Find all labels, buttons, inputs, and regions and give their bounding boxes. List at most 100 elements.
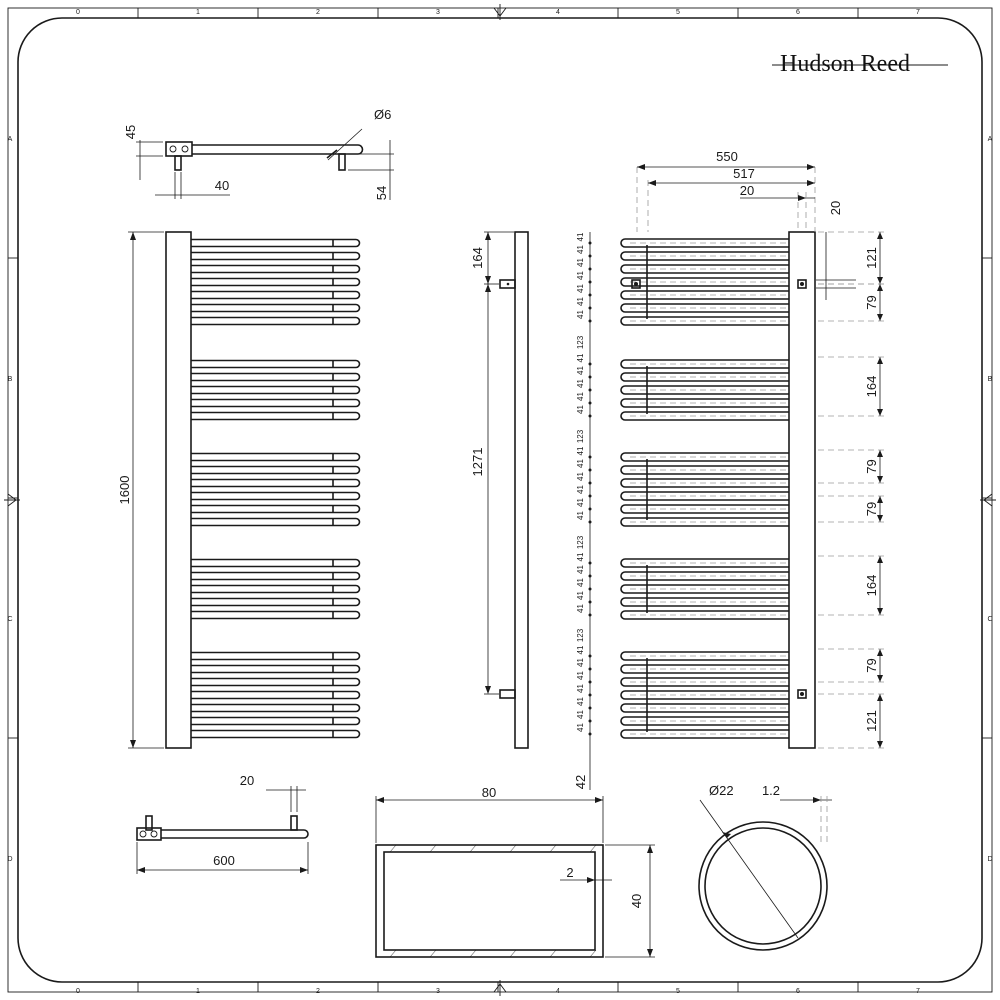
grid-row-label-right: B <box>988 376 993 383</box>
back-rail-bar <box>620 478 789 488</box>
front-rail-bar <box>191 411 361 421</box>
front-rail-bar <box>191 398 361 408</box>
right-dim-label: 79 <box>864 295 879 309</box>
pitch-label: 41 <box>576 684 585 693</box>
grid-col-label-bottom: 7 <box>916 988 920 995</box>
back-rail-bar <box>620 703 789 713</box>
pitch-label: 41 <box>576 366 585 375</box>
pitch-label: 41 <box>576 552 585 561</box>
dim-550: 550 <box>716 149 738 164</box>
dim-1-2: 1.2 <box>762 783 780 798</box>
pitch-label: 41 <box>576 353 585 362</box>
grid-col-label-top: 4 <box>556 9 560 16</box>
right-dim-arrow <box>877 476 883 483</box>
back-rail-bar <box>620 716 789 726</box>
dim-517: 517 <box>733 166 755 181</box>
back-rail-bar <box>620 651 789 661</box>
right-dim-label: 79 <box>864 502 879 516</box>
right-dim-arrow <box>877 314 883 321</box>
grid-row-label-right: D <box>987 856 992 863</box>
right-dim-arrow <box>877 741 883 748</box>
front-rail-bar <box>191 238 361 248</box>
grid-col-label-top: 2 <box>316 9 320 16</box>
front-rail-bar <box>191 290 361 300</box>
bottom-view: 20 600 <box>136 773 309 874</box>
dim-54: 54 <box>374 186 389 200</box>
right-dim-label: 164 <box>864 575 879 597</box>
dim-45: 45 <box>123 125 138 139</box>
front-rail-bar <box>191 372 361 382</box>
pitch-label: 41 <box>576 723 585 732</box>
back-rail-bar <box>620 465 789 475</box>
top-view: Ø6 45 54 40 <box>123 107 394 200</box>
dim-164: 164 <box>470 247 485 269</box>
back-rail-bar <box>620 411 789 421</box>
dim-1271: 1271 <box>470 448 485 477</box>
pitch-label: 41 <box>576 271 585 280</box>
front-rail-bar <box>191 303 361 313</box>
pitch-label: 41 <box>576 578 585 587</box>
right-dim-label: 164 <box>864 376 879 398</box>
right-dim-arrow <box>877 232 883 239</box>
front-rail-bar <box>191 264 361 274</box>
pitch-label: 41 <box>576 245 585 254</box>
back-rail-bar <box>620 729 789 739</box>
right-dim-arrow <box>877 450 883 457</box>
back-rail-bar <box>620 597 789 607</box>
right-dim-arrow <box>877 649 883 656</box>
back-rail-bar <box>620 303 789 313</box>
right-dim-arrow <box>877 608 883 615</box>
dim-1600: 1600 <box>117 476 132 505</box>
gap-label: 123 <box>576 628 585 642</box>
back-rail-bar <box>620 385 789 395</box>
front-rail-bar <box>191 664 361 674</box>
front-rail-bar <box>191 359 361 369</box>
back-view: 4141414141414112341414141411234141414141… <box>573 149 884 790</box>
pitch-label: 41 <box>576 459 585 468</box>
pitch-label: 41 <box>576 405 585 414</box>
brand-name: Hudson Reed <box>780 51 910 77</box>
front-rail-bar <box>191 491 361 501</box>
front-rail-bar <box>191 610 361 620</box>
back-rail-bar <box>620 290 789 300</box>
right-dim-arrow <box>877 556 883 563</box>
grid-col-label-bottom: 2 <box>316 988 320 995</box>
grid-row-label-right: A <box>988 136 993 143</box>
grid-col-label-top: 3 <box>436 9 440 16</box>
rect-section: 80 2 40 <box>375 785 655 958</box>
right-dim-arrow <box>877 515 883 522</box>
right-dim-label: 79 <box>864 459 879 473</box>
front-view: 1600 <box>117 231 361 749</box>
brand-logo: Hudson Reed <box>772 51 948 77</box>
pitch-label: 41 <box>576 297 585 306</box>
dim-phi6: Ø6 <box>374 107 391 122</box>
side-upright <box>514 231 529 749</box>
gap-label: 123 <box>576 429 585 443</box>
grid-col-label-bottom: 3 <box>436 988 440 995</box>
dim-80: 80 <box>482 785 496 800</box>
pitch-label: 41 <box>576 671 585 680</box>
right-dim-label: 79 <box>864 658 879 672</box>
back-rail-bar <box>620 558 789 568</box>
back-rail-bar <box>620 571 789 581</box>
side-view: 164 1271 <box>470 231 529 749</box>
pitch-label: 41 <box>576 284 585 293</box>
right-dim-label: 121 <box>864 247 879 269</box>
pitch-label: 41 <box>576 472 585 481</box>
round-section: Ø22 1.2 <box>698 783 832 951</box>
back-rail-bar <box>620 677 789 687</box>
right-dim-arrow <box>877 496 883 503</box>
pitch-label: 41 <box>576 446 585 455</box>
center-mark-bottom <box>493 980 507 996</box>
grid-row-label-right: C <box>987 616 992 623</box>
front-rail-bar <box>191 517 361 527</box>
back-rail-bar <box>620 238 789 248</box>
back-rail-bars <box>620 238 789 739</box>
front-rail-bar <box>191 478 361 488</box>
grid-row-label-left: B <box>8 376 13 383</box>
front-rail-bar <box>191 316 361 326</box>
front-upright <box>165 231 192 749</box>
